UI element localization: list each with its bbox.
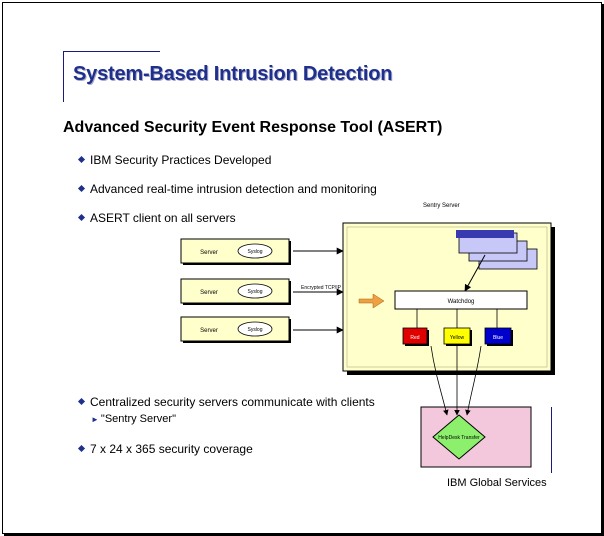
watchdog-box [394,290,528,310]
blue-alert-box [484,327,512,345]
bullet-text: 7 x 24 x 365 security coverage [90,442,253,456]
slide-subtitle: Advanced Security Event Response Tool (A… [63,119,443,136]
server-box [180,316,290,342]
server-label: Server [200,290,218,296]
document-title-bar [456,230,514,238]
yellow-alert-box [443,327,471,345]
protocol-label: Encrypted TCP/IP [301,285,342,291]
slide-title: System-Based Intrusion Detection [73,63,393,85]
bullet-text: Centralized security servers communicate… [90,395,375,409]
syslog-label: Syslog [247,327,262,333]
sub-bullet-item: ►"Sentry Server" [91,413,176,425]
red-alert-box [402,327,428,345]
red-to-helpdesk-arrow [430,345,449,416]
helpdesk-diamond [432,414,486,460]
server-label: Server [200,250,218,256]
footer-text: IBM Global Services [447,477,547,489]
syslog-label: Syslog [247,289,262,295]
syslog-label: Syslog [247,249,262,255]
red-alert-label: Red [410,335,419,341]
syslog-oval [237,321,273,337]
sub-bullet-text: "Sentry Server" [100,413,176,425]
syslog-oval [237,283,273,299]
bullet-item: Centralized security servers communicate… [77,395,375,409]
sentry-server-label: Sentry Server [423,203,460,209]
bullet-text: Advanced real-time intrusion detection a… [90,182,377,196]
blue-to-helpdesk-arrow [465,345,482,416]
bullet-item: ASERT client on all servers [77,211,236,225]
helpdesk-label: HelpDesk Transfer [438,435,480,441]
server-label: Server [200,328,218,334]
server-box [180,278,290,304]
sentry-panel-inner-border [346,226,548,368]
bullet-text: IBM Security Practices Developed [90,153,272,167]
syslog-oval [237,243,273,259]
footer-divider [551,407,552,473]
bullet-item: Advanced real-time intrusion detection a… [77,182,377,196]
sub-bullet-triangle-icon: ► [91,415,99,424]
bullet-item: IBM Security Practices Developed [77,153,272,167]
bullet-text: ASERT client on all servers [90,211,236,225]
watchdog-label: Watchdog [448,299,475,305]
orange-arrow-icon [358,293,385,309]
sentry-diagram: Sentry Server Watchdog Red Yellow Blue [180,203,555,468]
title-frame [63,51,160,102]
yellow-alert-label: Yellow [450,335,465,341]
blue-alert-label: Blue [493,335,503,341]
server-box [180,238,290,264]
docs-to-watchdog-arrow [464,254,486,292]
bullet-item: 7 x 24 x 365 security coverage [77,442,253,456]
